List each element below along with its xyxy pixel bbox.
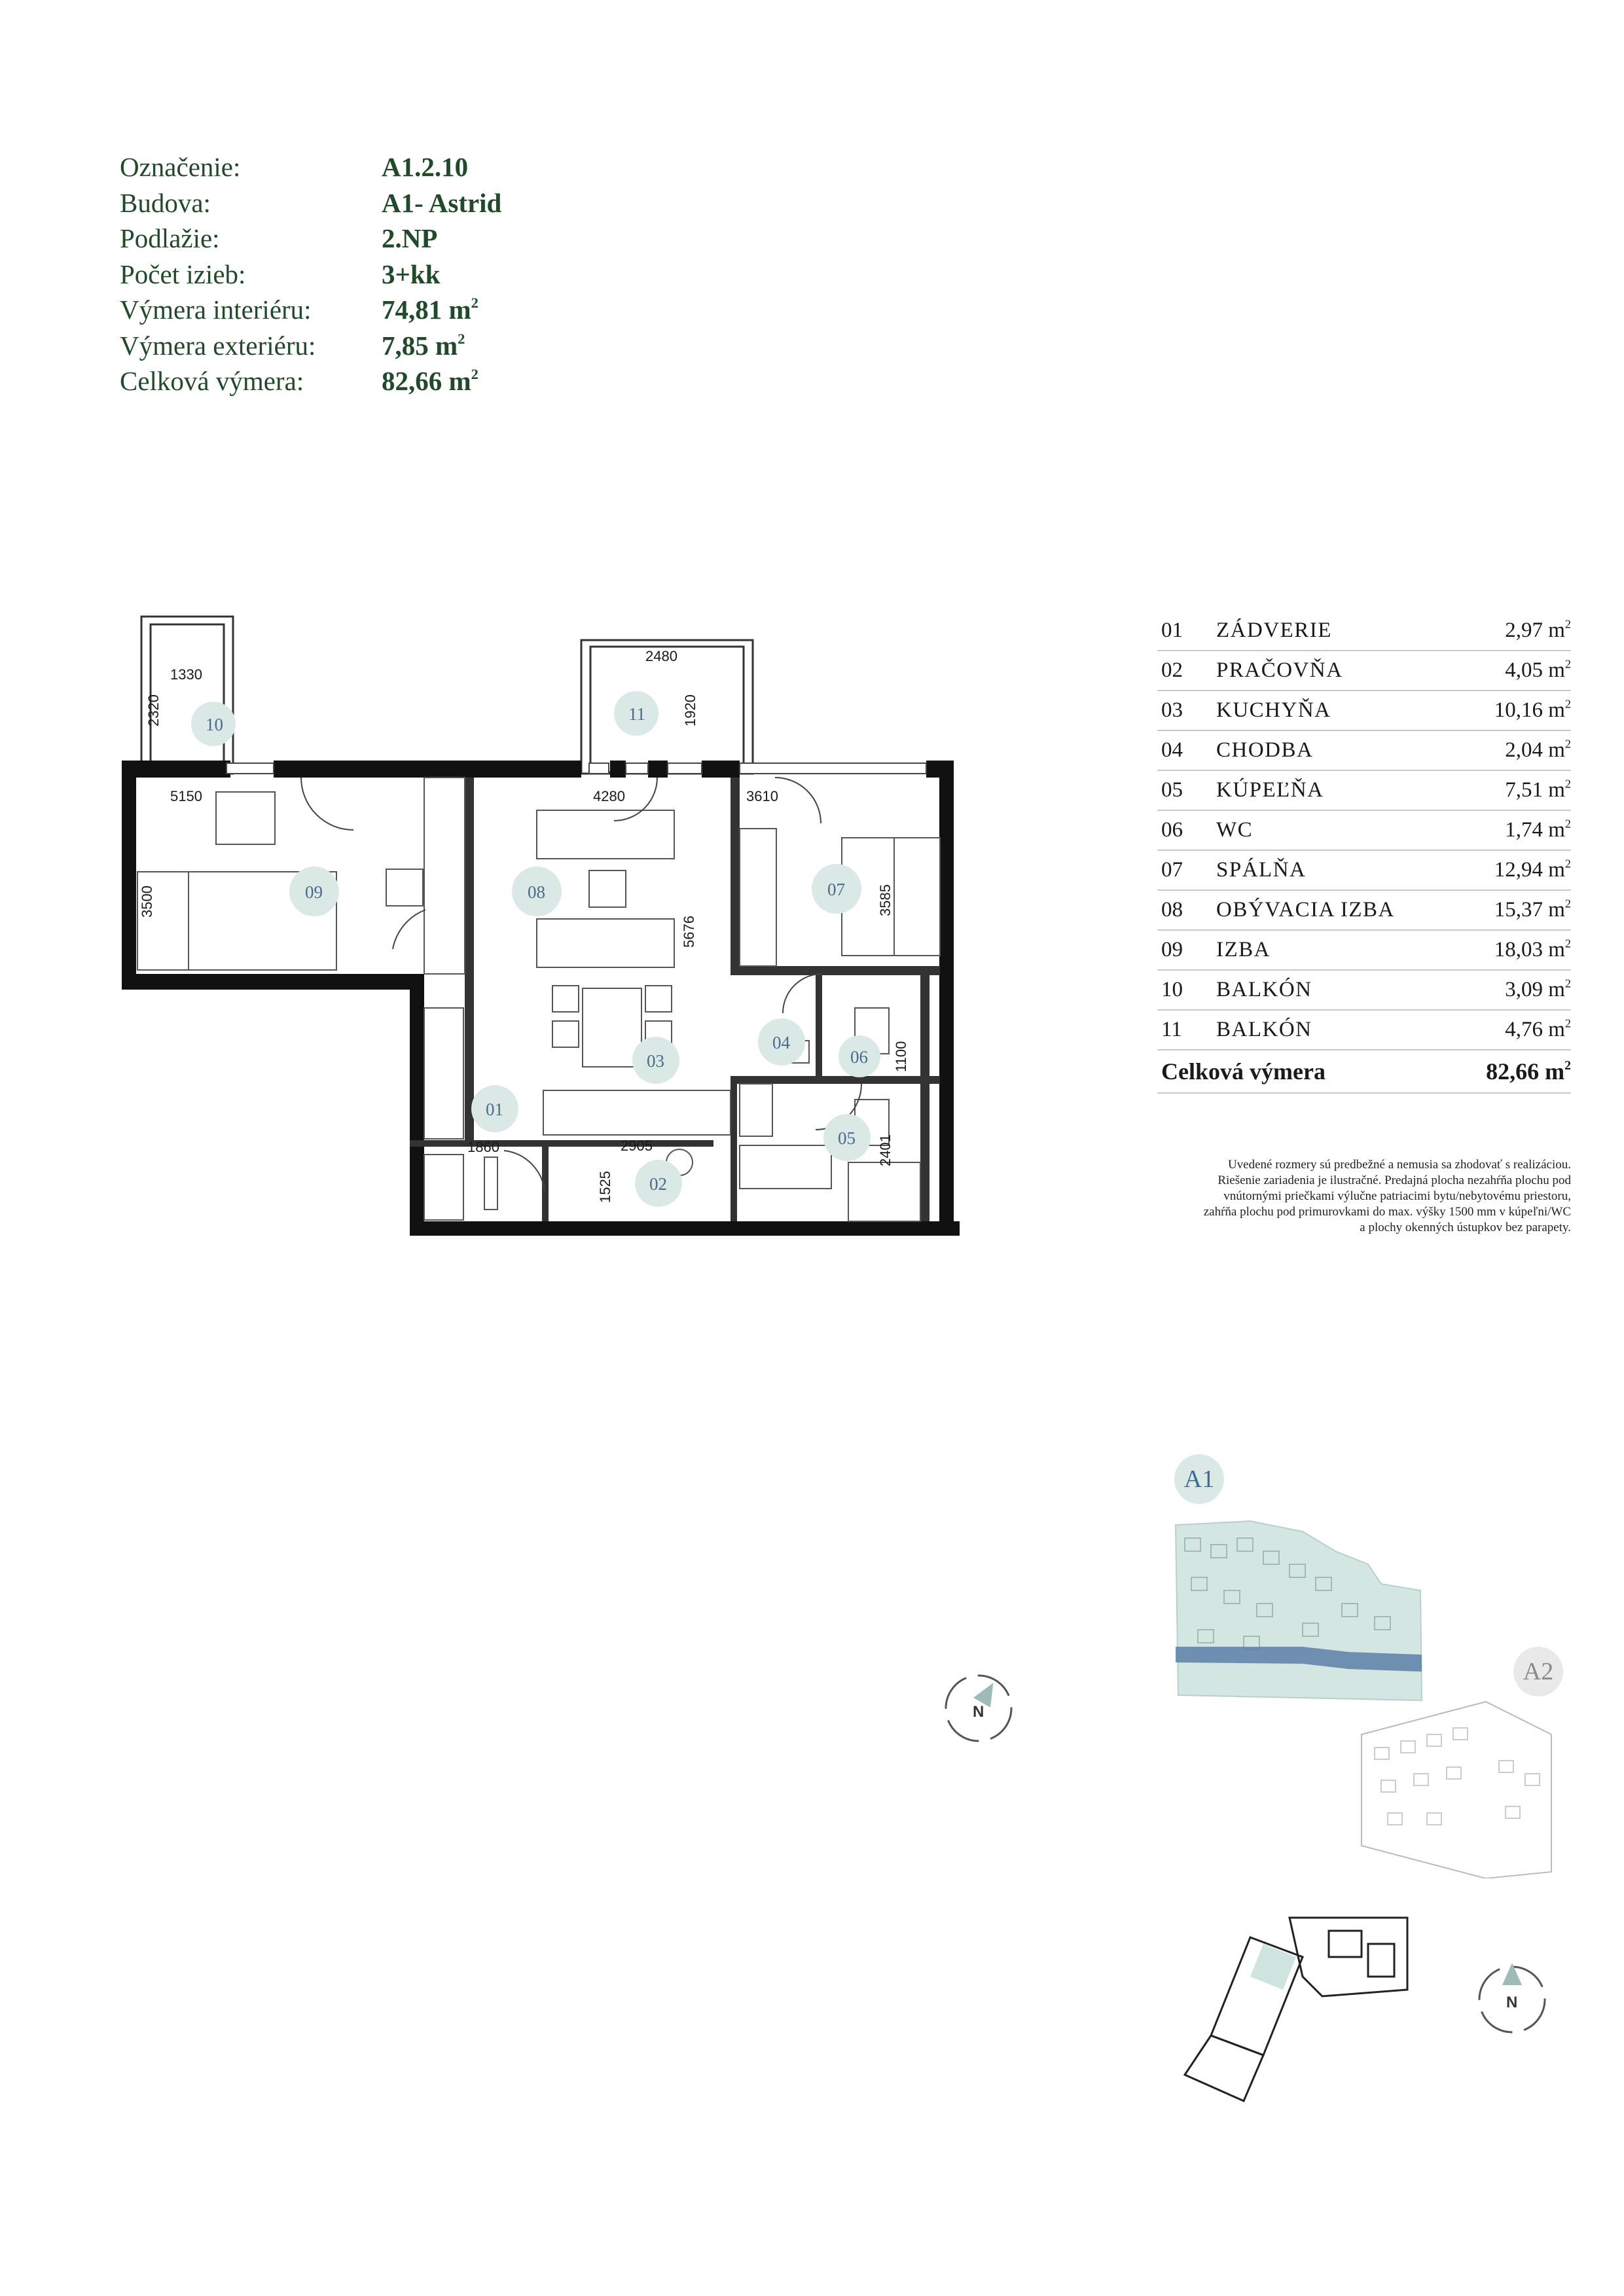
dimension-label: 3610: [746, 788, 778, 804]
dimension-label: 3585: [877, 884, 893, 916]
room-badge-label: 02: [649, 1174, 667, 1194]
room-badge-label: 11: [628, 704, 645, 724]
dimension-label: 2480: [645, 648, 677, 664]
room-badge-label: 04: [772, 1033, 791, 1052]
compass-icon: N: [945, 1674, 1013, 1742]
dimension-label: 2320: [145, 694, 162, 726]
dimension-label: 1100: [893, 1041, 909, 1072]
dimension-label: 1920: [682, 694, 698, 726]
dimension-label: 5150: [170, 788, 202, 804]
window-frames: [226, 762, 927, 774]
spec-row-rooms: Počet izieb: 3+kk: [120, 259, 441, 289]
building-a1-badge: A1: [1174, 1454, 1224, 1504]
spec-row-floor: Podlažie: 2.NP: [120, 223, 438, 254]
dimension-label: 3500: [139, 886, 155, 918]
dimension-label: 1330: [170, 666, 202, 683]
unit-spec-list: Označenie: A1.2.10 Budova: A1- Astrid Po…: [120, 149, 617, 399]
building-a2-illustration: [1361, 1700, 1552, 1878]
room-badges: [191, 691, 880, 1207]
room-badge-label: 01: [486, 1100, 503, 1119]
svg-text:N: N: [973, 1703, 984, 1721]
dimension-label: 1525: [597, 1171, 613, 1203]
door-swings: [300, 777, 862, 1192]
room-badge-label: 05: [838, 1128, 856, 1148]
room-badge-label: 09: [305, 882, 323, 902]
dimension-label: 1860: [467, 1139, 499, 1155]
spec-row-total-area: Celková výmera: 82,66 m2: [120, 366, 478, 397]
spec-row-designation: Označenie: A1.2.10: [120, 152, 469, 183]
room-badge-label: 10: [206, 715, 223, 734]
site-compass-icon: N: [1478, 1963, 1546, 2034]
room-badge-label: 07: [827, 880, 845, 899]
spec-row-building: Budova: A1- Astrid: [120, 187, 502, 218]
room-badge-label: 06: [850, 1047, 868, 1067]
spec-row-interior-area: Výmera interiéru: 74,81 m2: [120, 295, 478, 325]
wall-outline: [122, 761, 960, 1236]
site-plan: [1183, 1916, 1409, 2102]
dimension-label: 2905: [621, 1138, 653, 1154]
svg-text:N: N: [1506, 1994, 1517, 2011]
inner-walls: [410, 778, 940, 1221]
balcony-outlines: [140, 615, 754, 775]
room-badge-label: 03: [647, 1051, 664, 1071]
building-a2-badge: A2: [1513, 1647, 1563, 1696]
disclaimer-note: Uvedené rozmery sú predbežné a nemusia s…: [1203, 1158, 1571, 1234]
spec-row-exterior-area: Výmera exteriéru: 7,85 m2: [120, 330, 465, 361]
floor-plan: 1330 2320 2480 1920 5150 4280 3610 3500 …: [122, 615, 960, 1236]
dimension-label: 4280: [593, 788, 625, 804]
room-badge-label: 08: [528, 882, 545, 902]
dimension-label: 2401: [877, 1134, 893, 1166]
building-a1-illustration: [1174, 1520, 1423, 1702]
dimension-label: 5676: [681, 916, 697, 948]
